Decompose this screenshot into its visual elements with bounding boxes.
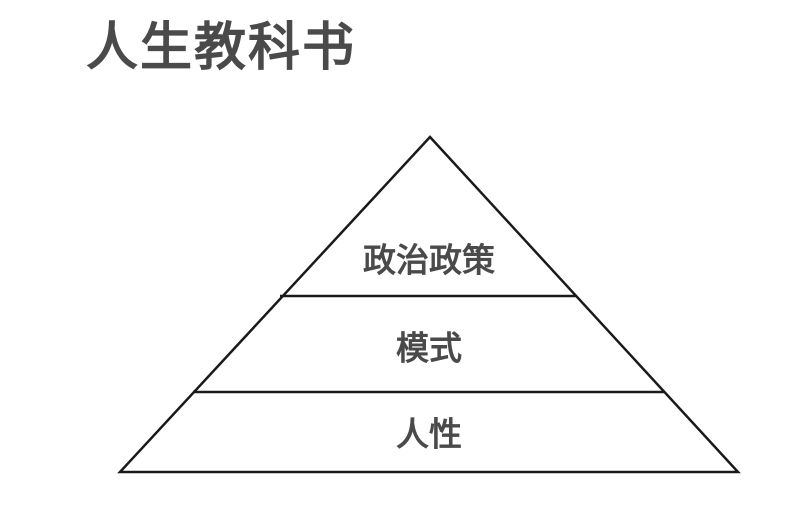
- diagram-title: 人生教科书: [86, 18, 357, 78]
- pyramid-layer-top-label: 政治政策: [363, 241, 495, 280]
- pyramid-layer-bottom-label: 人性: [396, 415, 462, 454]
- pyramid-outline: [117, 135, 741, 474]
- pyramid-layer-middle-label: 模式: [396, 329, 462, 368]
